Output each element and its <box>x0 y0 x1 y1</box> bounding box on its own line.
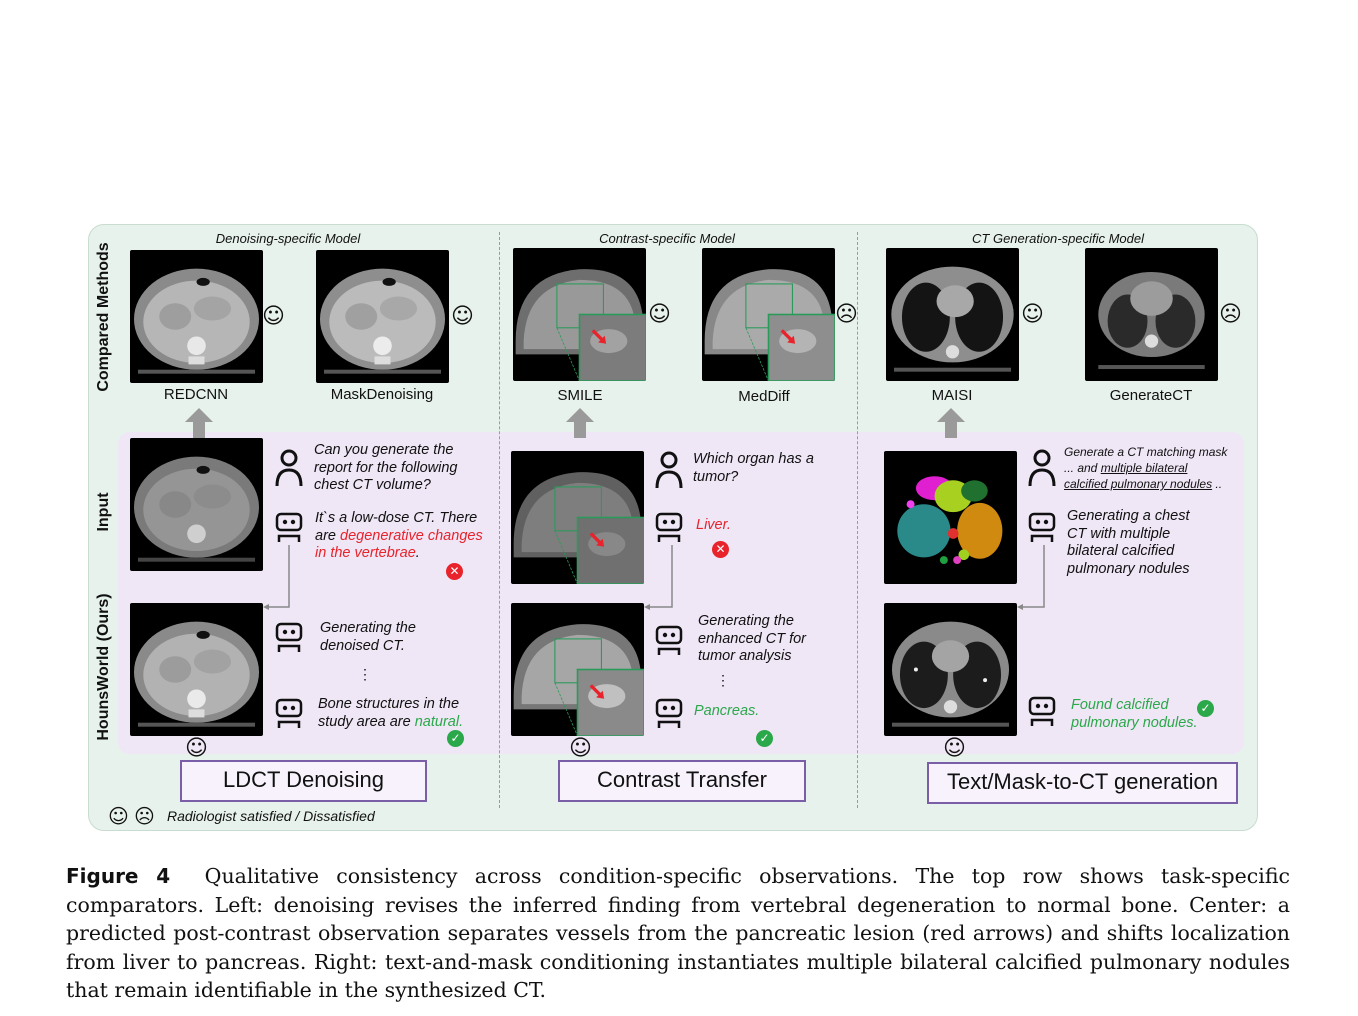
ct-image-redcnn <box>130 250 263 383</box>
chat-user-left: Can you generate the report for the foll… <box>314 442 458 493</box>
caption-label: Figure 4 <box>66 864 171 888</box>
ct-image-maskdenoising <box>316 250 449 383</box>
error-badge-icon: ✕ <box>446 563 463 580</box>
ct-image-meddiff <box>702 248 835 381</box>
robot-icon <box>275 512 303 542</box>
ellipsis: ⋮ <box>716 672 730 688</box>
robot-icon <box>1028 696 1056 726</box>
chat-bot-center-3: Pancreas. <box>694 703 760 719</box>
task-label-ldct-denoising: LDCT Denoising <box>180 760 427 802</box>
error-badge-icon: ✕ <box>712 541 729 558</box>
check-badge-icon: ✓ <box>1197 700 1214 717</box>
frown-face-icon: ☹ <box>134 804 155 828</box>
smiley-face-icon: ☺ <box>648 302 671 327</box>
check-badge-icon: ✓ <box>447 730 464 747</box>
chat-bot-left-1: It`s a low-dose CT. There are degenerati… <box>315 510 483 561</box>
chat-bot-right-1: Generating a chest CT with multiple bila… <box>1067 508 1190 577</box>
task-label-contrast-transfer: Contrast Transfer <box>558 760 806 802</box>
ellipsis: ⋮ <box>358 666 372 682</box>
smiley-face-icon: ☺ <box>262 304 285 329</box>
chat-user-center: Which organ has a tumor? <box>693 451 814 485</box>
smiley-face-icon: ☺ <box>185 736 208 761</box>
smiley-face-icon: ☺ <box>943 736 966 761</box>
chat-bot-center-1: Liver. <box>696 517 731 533</box>
chat-bot-left-3: Bone structures in the study area are na… <box>318 696 464 730</box>
row-label-compared: Compared Methods <box>95 242 112 392</box>
robot-icon <box>275 698 303 728</box>
frown-face-icon: ☹ <box>835 302 858 327</box>
chat-bot-right-2: Found calcified pulmonary nodules. <box>1071 697 1198 731</box>
divider-left <box>499 232 500 808</box>
connector-arrow <box>644 545 673 610</box>
ct-image-generatect <box>1085 248 1218 381</box>
smiley-face-icon: ☺ <box>108 804 129 828</box>
method-label-maisi: MAISI <box>931 387 973 404</box>
method-label-meddiff: MedDiff <box>738 388 790 405</box>
connector-arrow <box>263 545 290 610</box>
figure-caption: Figure 4 Qualitative consistency across … <box>66 862 1290 1005</box>
up-arrow-icon <box>566 408 594 438</box>
connector-arrow <box>1017 545 1045 610</box>
smiley-face-icon: ☺ <box>451 304 474 329</box>
segmentation-mask-image <box>884 451 1017 584</box>
ct-image-ours-generated <box>884 603 1017 736</box>
method-label-smile: SMILE <box>557 387 603 404</box>
method-label-generatect: GenerateCT <box>1109 387 1193 404</box>
user-icon <box>275 449 303 487</box>
method-label-maskdenoising: MaskDenoising <box>330 386 434 403</box>
divider-right <box>857 232 858 808</box>
task-label-text-mask-to-ct: Text/Mask-to-CT generation <box>927 762 1238 804</box>
smiley-face-icon: ☺ <box>1021 302 1044 327</box>
user-icon <box>655 451 683 489</box>
up-arrow-icon <box>937 408 965 438</box>
robot-icon <box>1028 512 1056 542</box>
chat-user-right: Generate a CT matching mask ... and mult… <box>1064 445 1228 491</box>
ct-image-ours-denoised <box>130 603 263 736</box>
legend-text: Radiologist satisfied / Dissatisfied <box>167 808 375 824</box>
user-icon <box>1028 449 1056 487</box>
up-arrow-icon <box>185 408 213 438</box>
robot-icon <box>275 622 303 652</box>
chat-bot-center-2: Generating the enhanced CT for tumor ana… <box>698 613 807 664</box>
ct-image-input-ldct <box>130 438 263 571</box>
robot-icon <box>655 698 683 728</box>
check-badge-icon: ✓ <box>756 730 773 747</box>
caption-text: Qualitative consistency across condition… <box>66 864 1290 1002</box>
ct-image-ours-contrast <box>511 603 644 736</box>
robot-icon <box>655 625 683 655</box>
row-label-ours: HounsWorld (Ours) <box>95 593 112 741</box>
ct-image-input-contrast <box>511 451 644 584</box>
ct-image-smile <box>513 248 646 381</box>
chat-bot-left-2: Generating the denoised CT. <box>320 620 416 654</box>
ct-image-maisi <box>886 248 1019 381</box>
method-label-redcnn: REDCNN <box>163 386 229 403</box>
frown-face-icon: ☹ <box>1219 302 1242 327</box>
robot-icon <box>655 512 683 542</box>
smiley-face-icon: ☺ <box>569 736 592 761</box>
row-label-input: Input <box>95 492 112 532</box>
section-title-contrast: Contrast-specific Model <box>599 231 735 246</box>
section-title-denoising: Denoising-specific Model <box>215 231 361 246</box>
section-title-generation: CT Generation-specific Model <box>972 231 1144 246</box>
